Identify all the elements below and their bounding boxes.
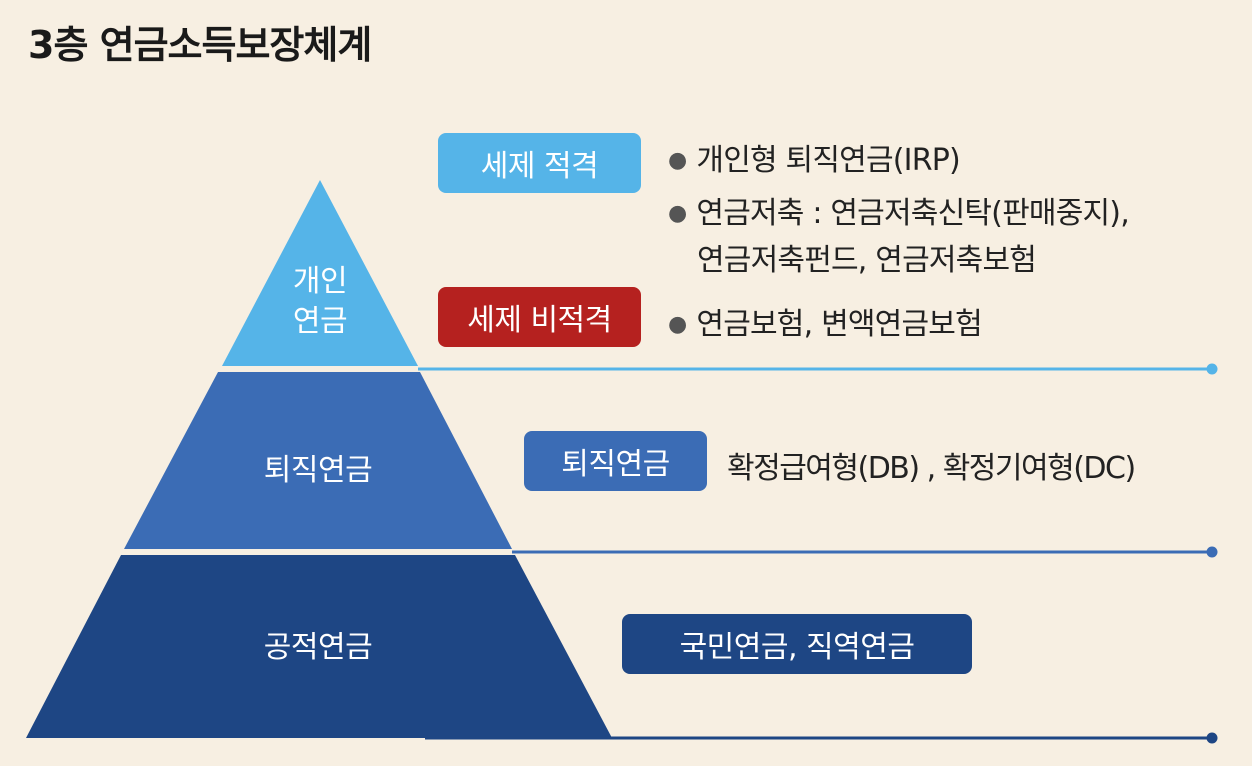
tax-ineligible-badge: 세제 비적격 (438, 287, 641, 347)
tax-eligible-item-text: 개인형 퇴직연금(IRP) (696, 143, 960, 178)
retirement-pension-description: 확정급여형(DB) , 확정기여형(DC) (727, 451, 1136, 486)
tax-eligible-badge: 세제 적격 (438, 133, 641, 193)
pyramid-tier-personal (222, 180, 418, 366)
separator-dot-public (1206, 732, 1218, 744)
tax-eligible-item-savings: ● 연금저축 : 연금저축신탁(판매중지), (668, 188, 1130, 232)
separator-dot-personal (1206, 363, 1218, 375)
bullet-icon: ● (668, 201, 687, 226)
tier-label-personal-line2: 연금 (292, 304, 348, 339)
bullet-icon: ● (668, 312, 687, 337)
pyramid-tier-retirement (124, 372, 512, 549)
tax-eligible-item-irp: ● 개인형 퇴직연금(IRP) (668, 135, 961, 179)
tier-label-personal: 개인 연금 (270, 262, 370, 342)
tax-ineligible-item-text: 연금보험, 변액연금보험 (696, 307, 982, 342)
bullet-icon: ● (668, 148, 687, 173)
tier-label-personal-line1: 개인 (292, 264, 348, 299)
retirement-pension-badge: 퇴직연금 (524, 431, 707, 491)
separator-dot-retirement (1206, 546, 1218, 558)
pyramid-tier-public (26, 555, 612, 738)
tier-label-retirement: 퇴직연금 (263, 453, 373, 488)
tax-eligible-item-savings-continued: 연금저축펀드, 연금저축보험 (697, 243, 1037, 278)
diagram-title: 3층 연금소득보장체계 (28, 23, 372, 67)
public-pension-badge: 국민연금, 직역연금 (622, 614, 972, 674)
tier-label-public: 공적연금 (263, 630, 373, 665)
tax-eligible-item-text: 연금저축 : 연금저축신탁(판매중지), (696, 196, 1129, 231)
tax-ineligible-item: ● 연금보험, 변액연금보험 (668, 299, 983, 343)
